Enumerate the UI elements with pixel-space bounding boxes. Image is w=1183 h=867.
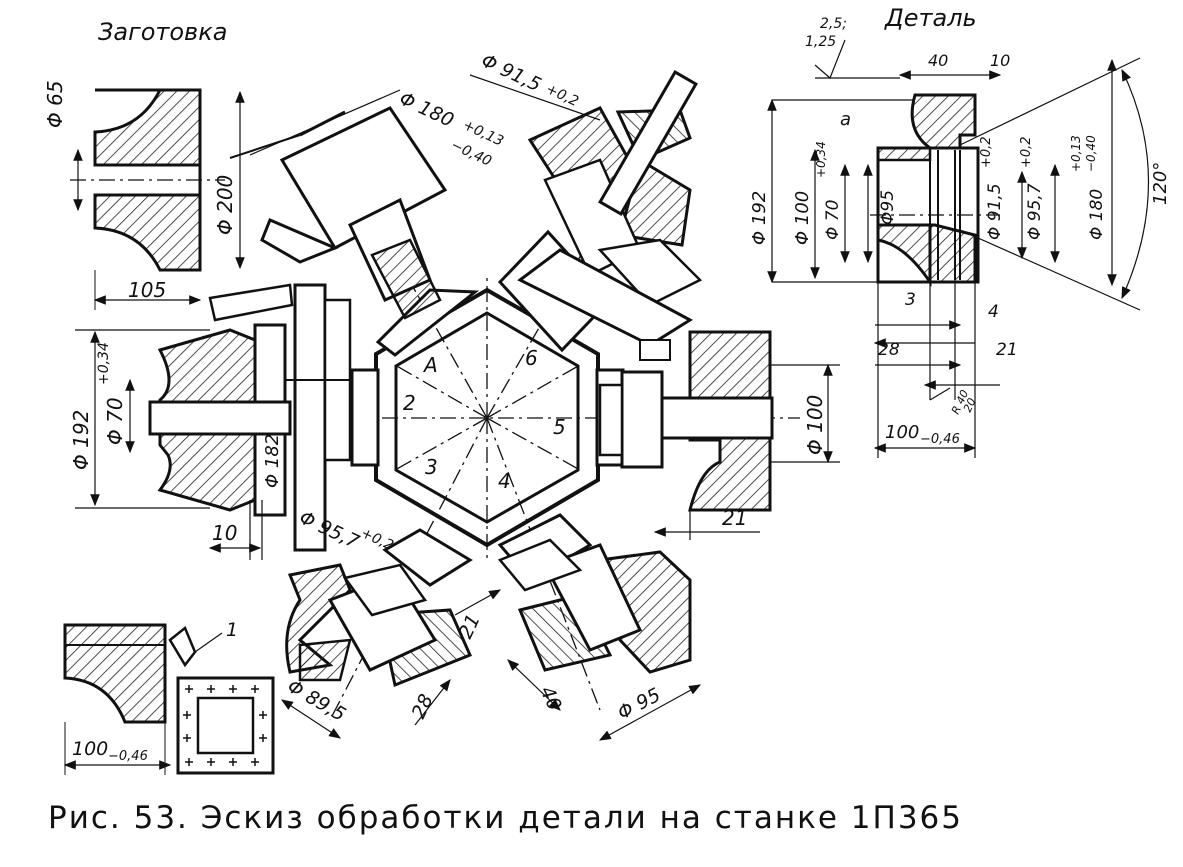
label-det-d957-tol: +0,2: [1019, 136, 1034, 168]
label-det-d915: Φ 91,5: [985, 183, 1005, 240]
label-d70-left: Φ 70: [103, 397, 127, 445]
tool-head-top-right: [517, 69, 703, 347]
label-det-3: 3: [905, 290, 916, 310]
part-section: [870, 93, 1000, 287]
label-10: 10: [212, 521, 237, 545]
label-det-d100: Φ 100: [792, 191, 813, 245]
technical-drawing: Заготовка Деталь 2,5; 1,25 Φ 65 Φ 200 10…: [43, 4, 1171, 775]
label-det-d192: Φ 192: [749, 191, 770, 245]
tool-head-top-left: [229, 106, 448, 320]
label-pos-2: 2: [403, 391, 416, 415]
label-pos-5: 5: [553, 415, 566, 439]
tool-dimensions: [249, 74, 840, 741]
label-det-28: 28: [878, 340, 900, 360]
figure-caption: Рис. 53. Эскиз обработки детали на станк…: [48, 800, 963, 836]
label-105: 105: [128, 278, 166, 302]
fixture-plate: [176, 676, 275, 775]
tool-head-bottom-left: [285, 563, 473, 688]
label-d70-left-tol: +0,34: [96, 342, 112, 385]
label-100-bl: 100: [72, 738, 108, 760]
label-28-bottom: 28: [408, 691, 438, 722]
tool-head-right: [598, 330, 774, 512]
label-det-40: 40: [928, 51, 948, 70]
tool-head-bottom-right: [497, 538, 692, 674]
tool-head-left: [148, 283, 352, 552]
label-det-d180-tol-up: +0,13: [1069, 135, 1083, 172]
label-d182: Φ 182: [262, 434, 283, 488]
label-det-d70: Φ 70: [823, 200, 843, 240]
part-dimensions: [767, 39, 1150, 458]
label-det-100: 100: [885, 422, 919, 443]
label-d915-top-tol: +0,2: [543, 81, 581, 110]
label-d100-right: Φ 100: [803, 395, 827, 455]
blank-section-bottom: [63, 623, 223, 775]
label-det-d95: Φ95: [878, 190, 898, 225]
label-pos-A: A: [422, 353, 438, 377]
label-det-d180-tol-dn: −0,40: [1084, 135, 1098, 172]
label-det-d957: Φ 95,7: [1025, 183, 1045, 240]
label-40-bottom: 40: [535, 683, 565, 714]
label-d192-left: Φ 192: [69, 410, 93, 470]
label-det-20: 20: [961, 396, 979, 414]
label-d200: Φ 200: [213, 175, 237, 235]
label-pos-6: 6: [525, 346, 538, 370]
label-roughness-b: 1,25: [805, 34, 836, 50]
label-pos-4: 4: [498, 469, 511, 493]
left-dimensions: [75, 329, 263, 560]
label-det-100-tol: −0,46: [920, 432, 960, 447]
label-det-a: a: [840, 109, 851, 130]
label-d65: Φ 65: [43, 80, 67, 128]
label-100-bl-tol: −0,46: [108, 749, 148, 764]
label-det-d70-tol: +0,34: [814, 141, 828, 178]
label-roughness-a: 2,5;: [820, 16, 847, 32]
label-det-4: 4: [988, 302, 999, 322]
label-det-d180: Φ 180: [1087, 189, 1107, 240]
label-pos-1: 1: [226, 619, 238, 641]
label-d895: Φ 89,5: [284, 675, 350, 726]
label-pos-3: 3: [425, 455, 438, 479]
label-det-120: 120°: [1150, 162, 1171, 205]
label-det-21: 21: [996, 340, 1018, 360]
label-d180-top: Φ 180: [396, 88, 457, 132]
label-d957-bottom-tol: +0,2: [358, 525, 396, 554]
label-det-10: 10: [990, 51, 1010, 70]
label-detal: Деталь: [884, 4, 977, 32]
label-det-d915-tol: +0,2: [979, 136, 994, 168]
label-zagotovka: Заготовка: [98, 18, 227, 46]
blank-section-top: [70, 88, 245, 310]
label-21-right: 21: [722, 506, 747, 530]
